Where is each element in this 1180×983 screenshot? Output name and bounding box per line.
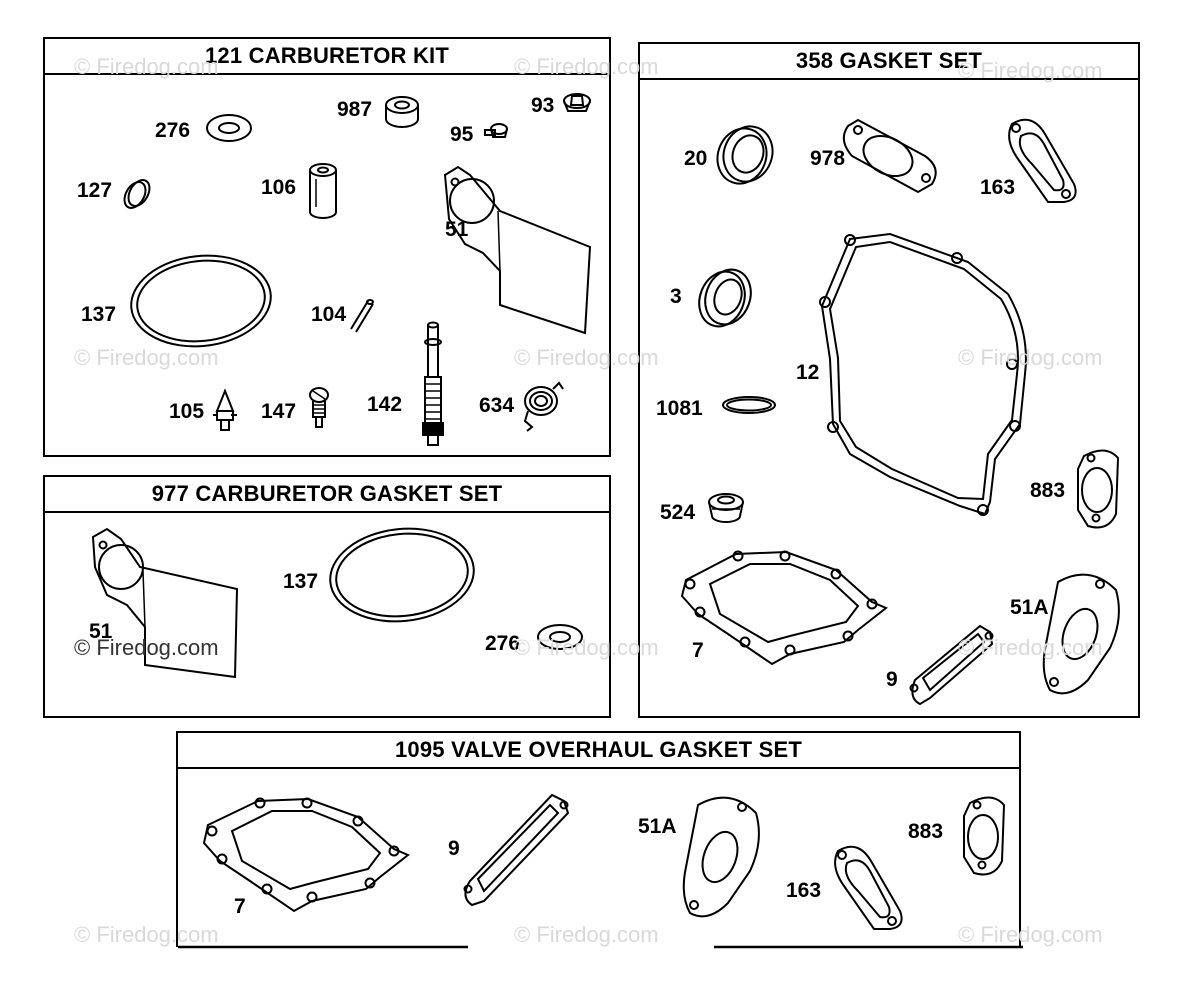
label-883: 883 <box>908 820 944 843</box>
part-7-head-gasket <box>202 797 410 913</box>
watermark: © Firedog.com <box>74 54 219 79</box>
label-7: 7 <box>692 639 704 662</box>
valve-overhaul-parts-drawing <box>178 793 1023 949</box>
part-106-float <box>309 163 337 219</box>
part-883-gasket <box>963 796 1006 876</box>
part-276-washer <box>206 114 252 142</box>
label-978: 978 <box>810 147 846 170</box>
part-51-gasket <box>443 165 592 335</box>
label-883: 883 <box>1030 479 1066 502</box>
part-1081-oring <box>722 396 776 414</box>
watermark: © Firedog.com <box>74 922 219 947</box>
label-106: 106 <box>261 176 297 199</box>
gasket-set-parts-drawing <box>680 118 1120 706</box>
carburetor-kit-parts-drawing <box>123 93 592 446</box>
part-634-spring <box>523 381 564 432</box>
label-1081: 1081 <box>656 397 703 420</box>
label-51: 51 <box>89 620 113 643</box>
label-142: 142 <box>367 393 403 416</box>
part-163-gasket <box>1008 118 1077 203</box>
part-51A-gasket <box>1042 573 1120 695</box>
part-978-gasket <box>842 118 937 194</box>
label-137: 137 <box>283 570 319 593</box>
carburetor-gasket-set-parts-drawing <box>91 527 583 679</box>
watermark: © Firedog.com <box>74 635 219 660</box>
part-142-jet <box>422 321 444 446</box>
part-883-gasket <box>1077 449 1120 529</box>
part-137-oring <box>130 254 272 348</box>
panel-title: 977 CARBURETOR GASKET SET <box>45 477 609 513</box>
part-93-cap <box>563 93 591 112</box>
panel-title: 1095 VALVE OVERHAUL GASKET SET <box>178 733 1019 769</box>
label-127: 127 <box>77 179 113 202</box>
label-95: 95 <box>450 123 474 146</box>
label-163: 163 <box>786 879 822 902</box>
part-7-head-gasket <box>680 550 888 666</box>
panel-title: 358 GASKET SET <box>640 44 1138 80</box>
watermark: © Firedog.com <box>514 922 659 947</box>
part-51-gasket <box>91 527 239 679</box>
watermark: © Firedog.com <box>514 635 659 660</box>
label-163: 163 <box>980 176 1016 199</box>
label-276: 276 <box>155 119 191 142</box>
part-9-gasket <box>909 624 994 706</box>
label-276: 276 <box>485 632 521 655</box>
label-51: 51 <box>445 218 469 241</box>
watermark: © Firedog.com <box>958 635 1103 660</box>
watermark: © Firedog.com <box>514 345 659 370</box>
label-105: 105 <box>169 400 205 423</box>
part-987-bushing <box>385 96 419 128</box>
panel-title: 121 CARBURETOR KIT <box>45 39 609 75</box>
part-105-needle <box>213 388 237 431</box>
part-12-crankcase-gasket <box>819 232 1027 516</box>
label-987: 987 <box>337 98 373 121</box>
part-51A-gasket <box>682 796 760 918</box>
label-524: 524 <box>660 501 696 524</box>
part-137-oring <box>329 527 475 623</box>
part-276-washer <box>537 624 583 650</box>
label-12: 12 <box>796 361 820 384</box>
part-524-plug <box>708 493 744 523</box>
label-147: 147 <box>261 400 297 423</box>
part-95-screw <box>484 123 508 138</box>
watermark: © Firedog.com <box>958 58 1103 83</box>
part-9-gasket <box>463 793 570 907</box>
label-51A: 51A <box>638 815 677 838</box>
part-127-seal <box>123 179 151 209</box>
part-147-screw <box>309 387 329 428</box>
watermark: © Firedog.com <box>958 345 1103 370</box>
label-634: 634 <box>479 394 515 417</box>
label-20: 20 <box>684 147 708 170</box>
part-163-gasket <box>834 845 903 930</box>
label-7: 7 <box>234 895 246 918</box>
part-3-seal <box>698 268 752 328</box>
label-51A: 51A <box>1010 596 1049 619</box>
watermark: © Firedog.com <box>514 54 659 79</box>
panel-carburetor-gasket-set: 977 CARBURETOR GASKET SET 51 137 276 <box>43 475 611 718</box>
label-93: 93 <box>531 94 555 117</box>
panel-carburetor-kit: 121 CARBURETOR KIT <box>43 37 611 457</box>
part-104-pin <box>350 299 374 333</box>
label-137: 137 <box>81 303 117 326</box>
label-9: 9 <box>886 668 898 691</box>
panel-valve-overhaul-gasket-set: 1095 VALVE OVERHAUL GASKET SET <box>176 731 1023 949</box>
label-3: 3 <box>670 285 682 308</box>
watermark: © Firedog.com <box>958 922 1103 947</box>
watermark: © Firedog.com <box>74 345 219 370</box>
label-104: 104 <box>311 303 347 326</box>
label-9: 9 <box>448 837 460 860</box>
part-20-seal <box>716 125 774 185</box>
panel-gasket-set: 358 GASKET SET <box>638 42 1140 718</box>
